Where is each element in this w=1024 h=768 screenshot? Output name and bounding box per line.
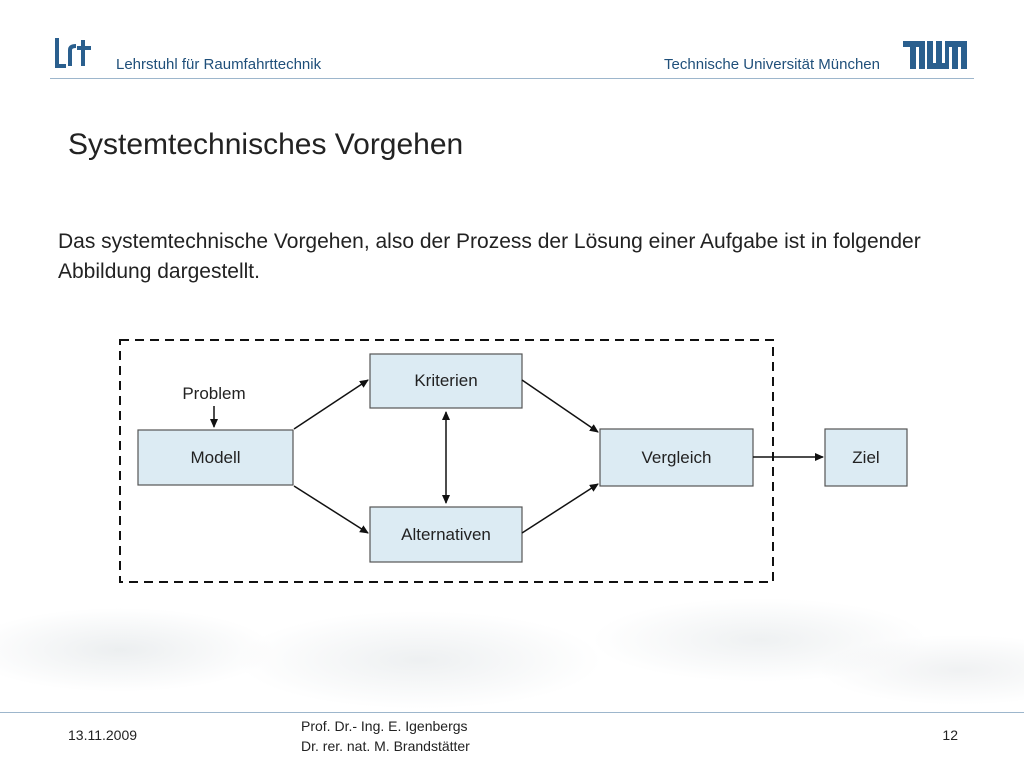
ziel-label: Ziel bbox=[852, 448, 879, 467]
kriterien-label: Kriterien bbox=[414, 371, 477, 390]
chair-name: Lehrstuhl für Raumfahrttechnik bbox=[116, 56, 322, 73]
background-clouds bbox=[0, 560, 1024, 710]
slide-title: Systemtechnisches Vorgehen bbox=[68, 128, 464, 161]
page-number: 12 bbox=[942, 727, 958, 743]
ziel-box: Ziel bbox=[824, 428, 908, 487]
kriterien-box: Kriterien bbox=[369, 353, 523, 409]
vergleich-box: Vergleich bbox=[599, 428, 754, 487]
arrow-modell-alternativen bbox=[293, 485, 369, 534]
arrow-modell-kriterien bbox=[293, 379, 369, 430]
lrt-logo-icon bbox=[55, 38, 91, 68]
alternativen-label: Alternativen bbox=[401, 525, 491, 544]
alternativen-box: Alternativen bbox=[369, 506, 523, 563]
header-rule bbox=[50, 78, 974, 79]
footer-date: 13.11.2009 bbox=[68, 727, 138, 743]
slide-header: Lehrstuhl für Raumfahrttechnik Technisch… bbox=[0, 0, 1024, 80]
problem-label: Problem bbox=[182, 384, 245, 403]
footer-authors: Prof. Dr.- Ing. E. Igenbergs Dr. rer. na… bbox=[301, 716, 470, 756]
vergleich-label: Vergleich bbox=[642, 448, 712, 467]
tum-logo-icon bbox=[903, 41, 967, 69]
arrow-alternativen-vergleich bbox=[521, 483, 599, 534]
modell-label: Modell bbox=[190, 448, 240, 467]
footer-author-1: Prof. Dr.- Ing. E. Igenbergs bbox=[301, 718, 468, 734]
modell-box: Modell bbox=[137, 429, 294, 486]
footer-author-2: Dr. rer. nat. M. Brandstätter bbox=[301, 738, 470, 754]
footer-rule bbox=[0, 712, 1024, 713]
intro-paragraph: Das systemtechnische Vorgehen, also der … bbox=[58, 230, 921, 283]
arrow-kriterien-vergleich bbox=[521, 379, 599, 433]
university-name: Technische Universität München bbox=[664, 56, 880, 73]
system-boundary bbox=[119, 339, 774, 583]
